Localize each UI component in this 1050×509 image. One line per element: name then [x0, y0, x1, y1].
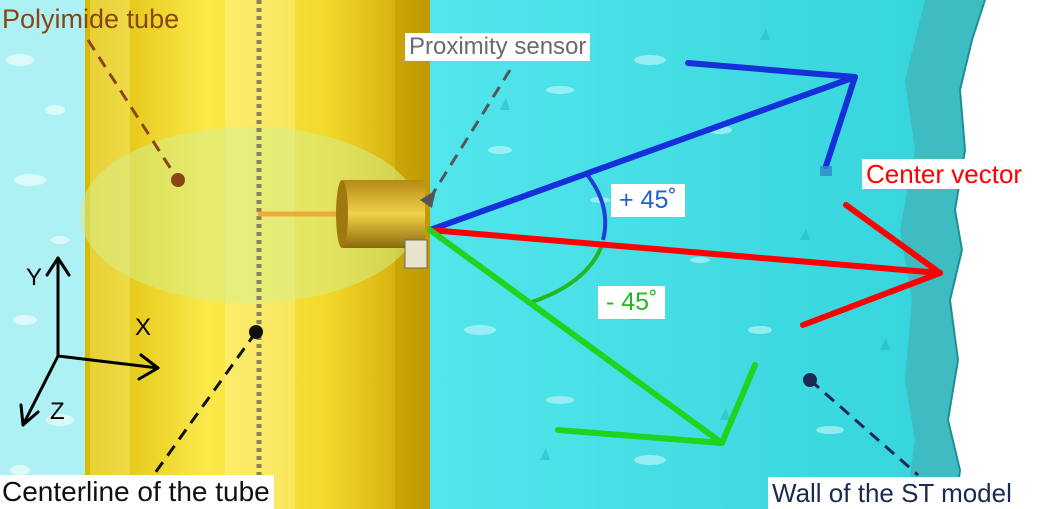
z-axis-line — [21, 354, 60, 427]
wall-leader — [809, 378, 919, 477]
z-axis-arrowhead — [19, 403, 40, 427]
polyimide-tube-marker — [171, 173, 185, 187]
left-background — [0, 0, 90, 509]
plus-vector-tip-shadow — [820, 166, 832, 176]
axis-z-label: Z — [50, 398, 65, 425]
proximity-sensor-back — [336, 180, 348, 248]
proximity-sensor-body — [340, 180, 425, 248]
minus-angle-arc — [531, 241, 605, 304]
center-vector — [427, 202, 943, 328]
coordinate-axes — [19, 256, 160, 427]
polyimide-tube-leader — [86, 39, 180, 181]
sensor-field-ellipse — [80, 127, 420, 303]
proximity-sensor-leader — [430, 69, 512, 196]
wall-edge-outline — [946, 0, 986, 509]
x-axis-arrowhead — [137, 353, 160, 381]
center-vector-label: Center vector — [862, 159, 1027, 189]
minus-45-vector — [427, 227, 758, 446]
proximity-sensor-face — [404, 239, 428, 269]
centerline-marker — [249, 325, 263, 339]
centerline-label: Centerline of the tube — [0, 475, 274, 509]
wall-label: Wall of the ST model — [768, 477, 1018, 509]
minus-angle-label: - 45˚ — [598, 286, 666, 319]
wall-edge-shading — [900, 0, 985, 509]
wall-edge-background — [948, 0, 1050, 509]
axis-x-label: X — [135, 314, 152, 341]
proximity-sensor-label: Proximity sensor — [405, 33, 591, 61]
centerline-leader — [148, 331, 258, 481]
left-background-texture — [6, 54, 74, 475]
x-axis-line — [56, 354, 160, 370]
wall-marker — [803, 373, 817, 387]
proximity-sensor-arrowhead — [420, 190, 436, 208]
plus-angle-arc — [583, 170, 608, 241]
plus-angle-label: + 45˚ — [611, 184, 685, 217]
y-axis-arrowhead — [45, 256, 71, 277]
plus-45-vector — [427, 60, 858, 233]
axis-y-label: Y — [26, 264, 43, 291]
polyimide-tube-label: Polyimide tube — [2, 4, 180, 34]
